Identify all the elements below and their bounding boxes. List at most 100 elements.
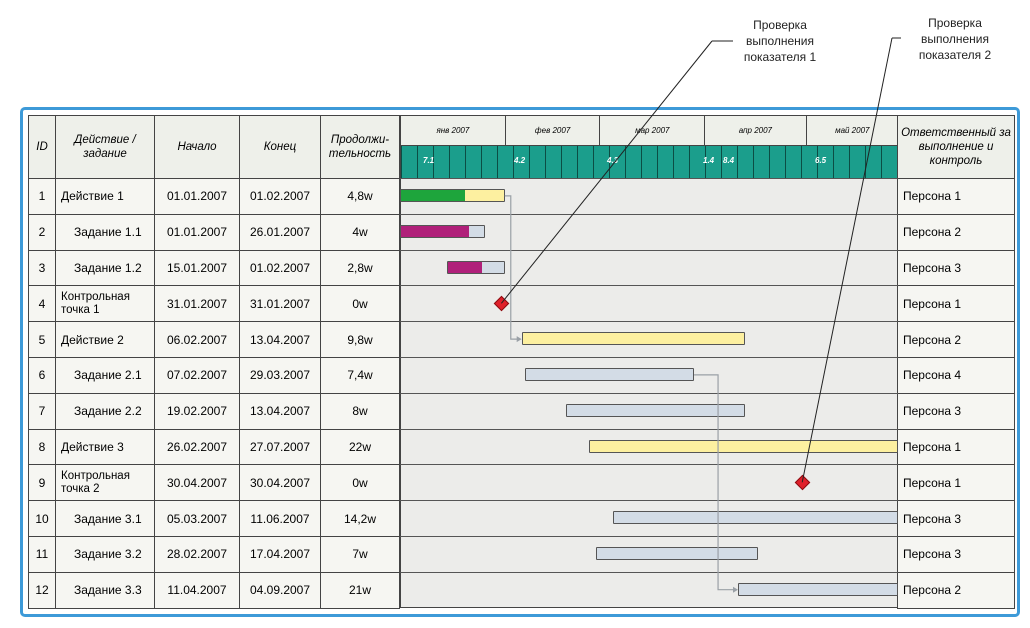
row-cell-end: 27.07.2007 xyxy=(239,428,321,466)
week-divider xyxy=(593,146,594,178)
row-cell-owner: Персона 1 xyxy=(897,285,1015,323)
row-cell-end: 13.04.2007 xyxy=(239,321,321,358)
row-cell-owner: Персона 2 xyxy=(897,321,1015,358)
gantt-task-bar[interactable] xyxy=(596,546,759,560)
row-cell-owner: Персона 3 xyxy=(897,249,1015,287)
row-cell-duration: 4,8w xyxy=(320,178,400,215)
task-progress-fill xyxy=(401,189,465,201)
week-divider xyxy=(801,146,802,178)
row-cell-task: Задание 3.1 xyxy=(55,500,155,537)
callout-kpi-check-2: Проверка выполнения показателя 2 xyxy=(905,15,1005,63)
gantt-task-bar[interactable] xyxy=(447,260,505,274)
gantt-row-divider xyxy=(400,321,898,323)
row-cell-task: Контрольная точка 1 xyxy=(55,285,155,323)
gantt-task-bar[interactable] xyxy=(400,224,485,238)
week-divider xyxy=(577,146,578,178)
row-cell-end: 31.01.2007 xyxy=(239,285,321,323)
row-cell-id: 2 xyxy=(28,213,56,251)
gantt-row-divider xyxy=(400,357,898,358)
week-divider xyxy=(721,146,722,178)
gantt-row-divider xyxy=(400,178,898,179)
header-end: Конец xyxy=(239,115,321,179)
timeline-month: май 2007 xyxy=(805,115,899,146)
row-cell-task: Действие 2 xyxy=(55,321,155,358)
row-cell-task: Задание 1.2 xyxy=(55,249,155,287)
row-cell-id: 8 xyxy=(28,428,56,466)
gantt-row-divider xyxy=(400,464,898,466)
timeline-month: фев 2007 xyxy=(504,115,601,146)
header-start: Начало xyxy=(154,115,240,179)
row-cell-id: 11 xyxy=(28,536,56,573)
gantt-task-bar[interactable] xyxy=(612,511,898,525)
callout-line: Проверка xyxy=(928,16,982,30)
gantt-chart-frame: ID Действие / задание Начало Конец Продо… xyxy=(20,107,1020,617)
row-cell-duration: 4w xyxy=(320,213,400,251)
row-cell-duration: 9,8w xyxy=(320,321,400,358)
gantt-task-bar[interactable] xyxy=(525,367,695,381)
timeline-month: мар 2007 xyxy=(599,115,706,146)
callout-line: показателя 1 xyxy=(743,50,817,64)
gantt-row-divider xyxy=(400,285,898,287)
row-cell-end: 11.06.2007 xyxy=(239,500,321,537)
task-progress-fill xyxy=(448,261,482,273)
row-cell-start: 07.02.2007 xyxy=(154,357,240,394)
gantt-task-bar[interactable] xyxy=(589,439,898,453)
row-cell-task: Задание 3.3 xyxy=(55,571,155,609)
gantt-task-bar[interactable] xyxy=(738,582,898,596)
row-cell-id: 6 xyxy=(28,357,56,394)
task-progress-fill xyxy=(401,225,469,237)
week-label: 4.2 xyxy=(514,156,526,165)
week-divider xyxy=(449,146,450,178)
row-cell-owner: Персона 1 xyxy=(897,178,1015,215)
row-cell-id: 12 xyxy=(28,571,56,609)
callout-line: выполнения xyxy=(745,34,815,48)
gantt-task-bar[interactable] xyxy=(565,403,745,417)
gantt-row-divider xyxy=(400,500,898,502)
gantt-row-divider xyxy=(400,392,898,394)
week-divider xyxy=(481,146,482,178)
row-cell-start: 30.04.2007 xyxy=(154,464,240,502)
gantt-task-bar[interactable] xyxy=(521,332,745,346)
week-divider xyxy=(657,146,658,178)
row-cell-id: 3 xyxy=(28,249,56,287)
row-cell-owner: Персона 3 xyxy=(897,392,1015,430)
gantt-task-bar[interactable] xyxy=(400,188,505,202)
row-cell-id: 1 xyxy=(28,178,56,215)
header-duration: Продолжи-тельность xyxy=(320,115,400,179)
row-cell-owner: Персона 2 xyxy=(897,571,1015,609)
week-divider xyxy=(545,146,546,178)
row-cell-duration: 0w xyxy=(320,464,400,502)
callout-kpi-check-1: Проверка выполнения показателя 1 xyxy=(730,17,830,65)
row-cell-id: 7 xyxy=(28,392,56,430)
row-cell-start: 19.02.2007 xyxy=(154,392,240,430)
row-cell-task: Задание 2.2 xyxy=(55,392,155,430)
row-cell-start: 06.02.2007 xyxy=(154,321,240,358)
row-cell-start: 26.02.2007 xyxy=(154,428,240,466)
week-divider xyxy=(433,146,434,178)
week-divider xyxy=(785,146,786,178)
week-divider xyxy=(737,146,738,178)
row-cell-id: 4 xyxy=(28,285,56,323)
week-divider xyxy=(401,146,402,178)
row-cell-duration: 8w xyxy=(320,392,400,430)
gantt-row-divider xyxy=(400,571,898,573)
week-label: 7.1 xyxy=(423,156,435,165)
row-cell-duration: 22w xyxy=(320,428,400,466)
week-divider xyxy=(881,146,882,178)
row-cell-start: 31.01.2007 xyxy=(154,285,240,323)
row-cell-start: 01.01.2007 xyxy=(154,178,240,215)
week-divider xyxy=(625,146,626,178)
row-cell-duration: 0w xyxy=(320,285,400,323)
week-divider xyxy=(833,146,834,178)
gantt-row-divider xyxy=(400,536,898,537)
week-divider xyxy=(641,146,642,178)
week-divider xyxy=(753,146,754,178)
row-cell-task: Задание 2.1 xyxy=(55,357,155,394)
week-divider xyxy=(561,146,562,178)
row-cell-start: 05.03.2007 xyxy=(154,500,240,537)
row-cell-id: 9 xyxy=(28,464,56,502)
gantt-row-divider xyxy=(400,249,898,251)
callout-line: показателя 2 xyxy=(918,48,992,62)
row-cell-end: 04.09.2007 xyxy=(239,571,321,609)
callout-line: выполнения xyxy=(920,32,990,46)
